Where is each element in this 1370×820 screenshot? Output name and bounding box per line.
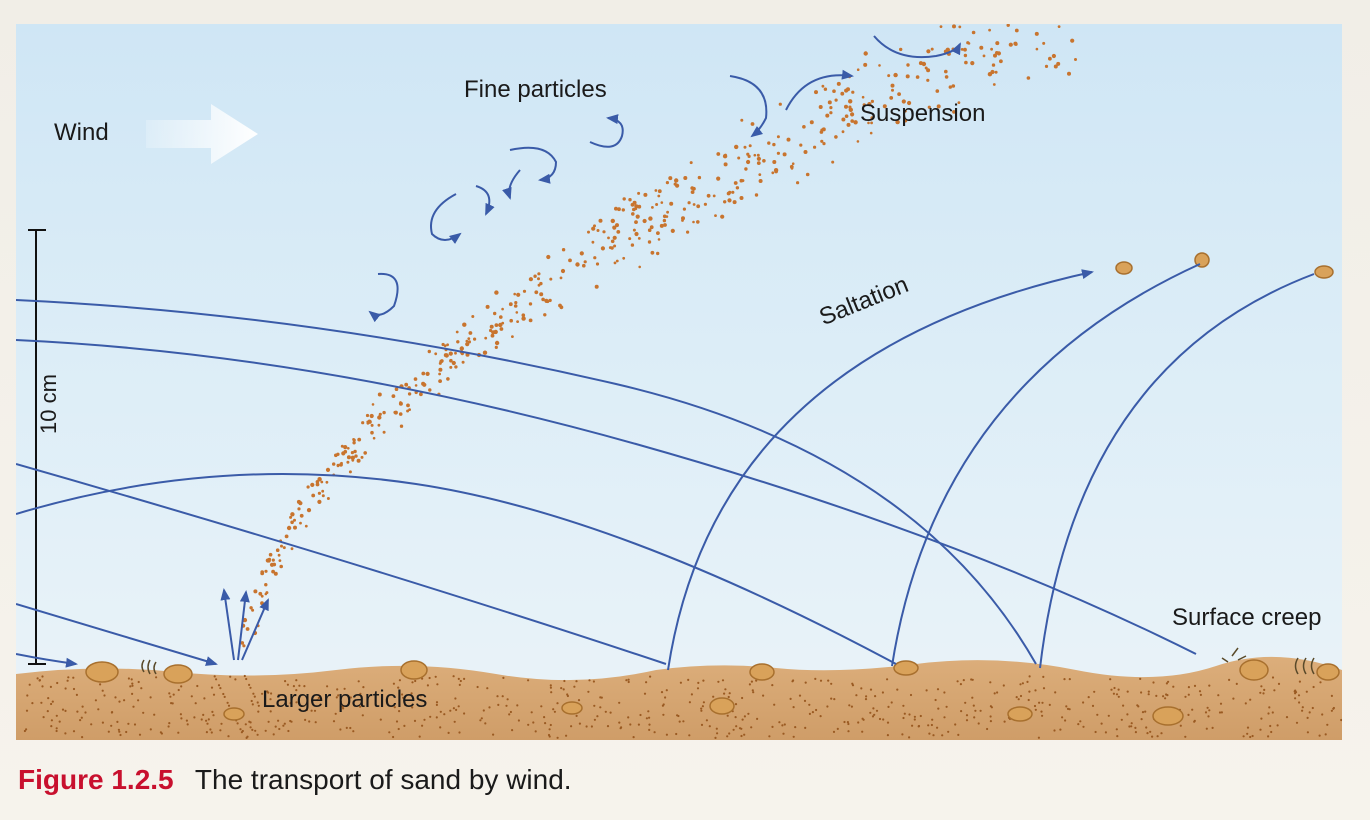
scale-bar: [28, 229, 46, 665]
figure-caption: Figure 1.2.5 The transport of sand by wi…: [18, 764, 572, 796]
curved-arrow-icon: [368, 35, 961, 323]
fine-particle-stream: [240, 24, 1077, 648]
scale-label: 10 cm: [36, 374, 61, 434]
diagram-svg: [16, 24, 1342, 740]
wind-label: Wind: [54, 119, 109, 146]
sand-transport-diagram: Wind Fine particles Suspension Saltation…: [16, 24, 1342, 740]
figure-number: Figure 1.2.5: [18, 764, 174, 795]
wind-arrow-icon: [146, 104, 258, 164]
caption-text: The transport of sand by wind.: [194, 764, 572, 795]
sand-ground: [16, 656, 1342, 740]
ground-speckles: [23, 674, 1342, 740]
wind-streamlines: [16, 299, 1197, 668]
fine-particles-label: Fine particles: [464, 76, 607, 103]
larger-particles-label: Larger particles: [262, 686, 428, 713]
surface-creep-label: Surface creep: [1172, 604, 1322, 631]
suspension-label: Suspension: [860, 100, 986, 127]
saltation-trajectories: [667, 263, 1315, 671]
sand-grain-icon: [85, 252, 1340, 726]
ejection-arrows: [220, 588, 269, 661]
creep-motion-marks: [141, 647, 1315, 675]
